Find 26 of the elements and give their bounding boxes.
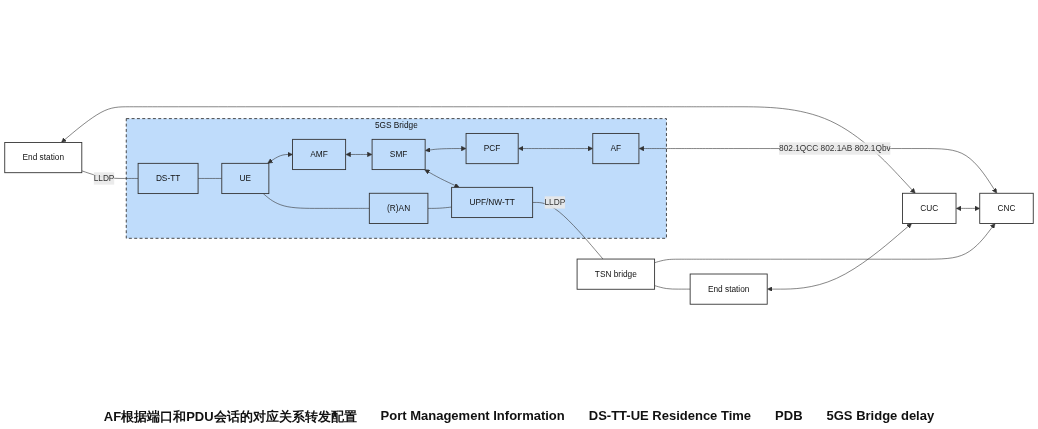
node-box: UE: [221, 162, 270, 195]
connector: [654, 285, 691, 290]
annotation-text: PDB: [775, 408, 803, 425]
connector: [427, 206, 452, 209]
annotation-text: AF根据端口和PDU会话的对应关系转发配置: [103, 408, 357, 426]
edge-label: 802.1QCC 802.1AB 802.1Qbv: [779, 143, 891, 153]
node-box: TSN bridge: [576, 258, 656, 290]
node-box: End station: [689, 273, 768, 305]
node-box: CUC: [902, 192, 957, 224]
node-box: AMF: [292, 138, 347, 171]
annotation-text: DS-TT-UE Residence Time: [588, 408, 752, 425]
annotation-text: Port Management Information: [380, 408, 565, 425]
node-box: DS-TT: [137, 162, 199, 195]
node-box: CNC: [979, 192, 1034, 224]
node-box: SMF: [371, 138, 426, 171]
edge-label: LLDP: [544, 197, 566, 207]
node-box: (R)AN: [368, 192, 429, 224]
node-box: PCF: [465, 133, 519, 165]
connector: [262, 193, 370, 209]
node-box: AF: [592, 133, 640, 165]
node-box: End station: [4, 142, 83, 174]
annotation-text: 5GS Bridge delay: [826, 408, 935, 425]
edge-label: LLDP: [93, 173, 115, 183]
node-box: UPF/NW-TT: [451, 186, 534, 218]
connector: [197, 178, 223, 179]
connector: [532, 202, 604, 260]
